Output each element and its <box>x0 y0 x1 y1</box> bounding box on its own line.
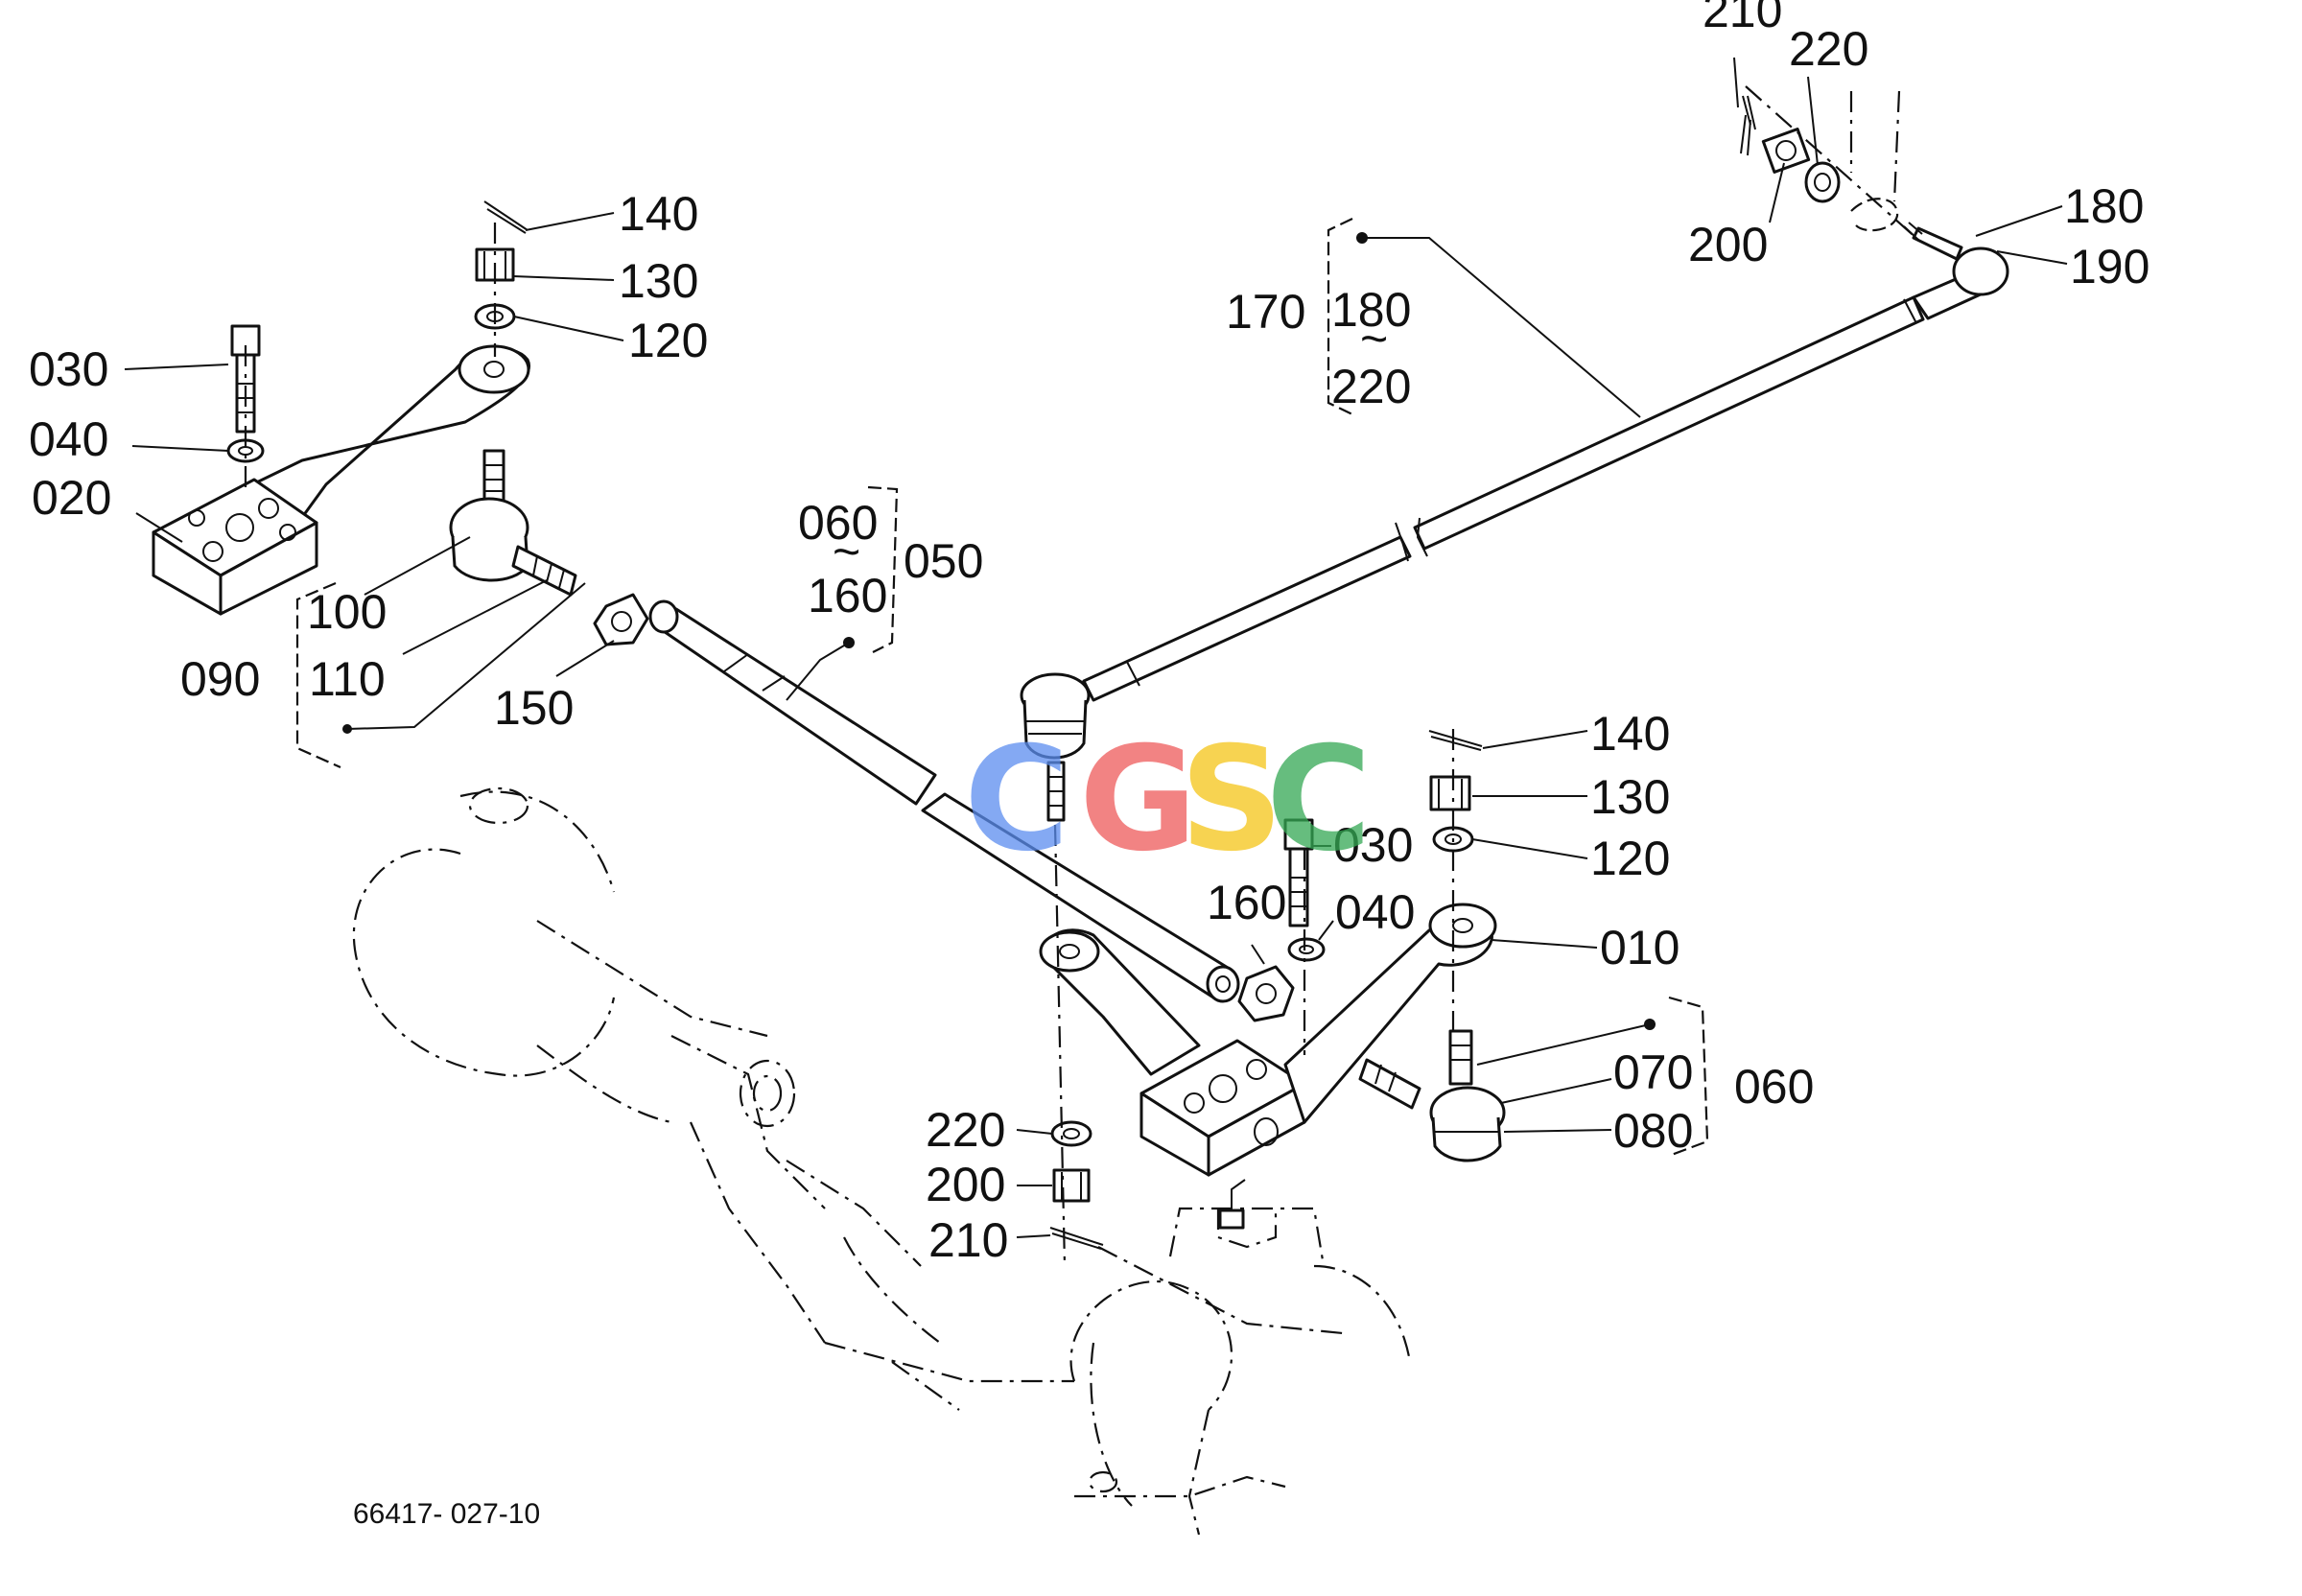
front-axle-housing <box>352 786 1412 1536</box>
grease-nipple <box>1218 1179 1246 1230</box>
tie-rod-end-right <box>1358 1029 1506 1162</box>
cgsc-watermark: C G S C <box>964 716 1372 883</box>
label-140-right: 140 <box>1590 707 1670 761</box>
label-170: 170 <box>1226 285 1305 339</box>
label-060-mid: 060 <box>798 496 878 550</box>
label-190-right: 190 <box>2070 240 2149 293</box>
label-210-top: 210 <box>1703 0 1782 37</box>
lock-nut-150 <box>593 593 649 646</box>
label-030-right: 030 <box>1333 818 1413 872</box>
label-150: 150 <box>494 681 574 735</box>
label-210-bot: 210 <box>928 1213 1008 1267</box>
tie-rod-middle <box>648 599 1295 1022</box>
label-180-right: 180 <box>2064 179 2144 233</box>
reference-dots <box>342 232 1656 1030</box>
label-120-right: 120 <box>1590 832 1670 885</box>
label-160-mid: 160 <box>808 569 887 622</box>
right-upper-hardware <box>1428 730 1483 853</box>
part-labels: 210 220 200 180 190 170 180 ~ 220 140 13… <box>29 0 2149 1267</box>
watermark-letter: C <box>1266 716 1372 883</box>
label-200-bot: 200 <box>926 1158 1005 1211</box>
bottom-hardware <box>1049 1120 1104 1250</box>
label-120-left: 120 <box>628 314 708 367</box>
label-060-right: 060 <box>1734 1060 1814 1114</box>
tie-rod-end-left <box>449 449 577 597</box>
label-220-bot: 220 <box>926 1103 1005 1157</box>
label-200-top: 200 <box>1688 218 1768 271</box>
upper-right-hardware <box>1740 95 1899 232</box>
tie-rod-assembly-upper <box>1020 222 2009 822</box>
label-040-left: 040 <box>29 412 108 466</box>
label-110: 110 <box>309 652 386 706</box>
label-040-right: 040 <box>1335 885 1415 939</box>
label-130-left: 130 <box>619 254 698 308</box>
watermark-letter: S <box>1180 716 1283 883</box>
label-070: 070 <box>1613 1045 1693 1099</box>
group-brackets <box>295 218 1709 1158</box>
label-020: 020 <box>32 471 111 525</box>
label-010: 010 <box>1600 921 1680 974</box>
label-tilde-b: ~ <box>833 525 860 578</box>
label-030-left: 030 <box>29 342 108 396</box>
label-130-right: 130 <box>1590 770 1670 824</box>
label-080: 080 <box>1613 1104 1693 1158</box>
label-050: 050 <box>904 534 983 588</box>
assembly-center-lines <box>244 85 1919 1335</box>
label-180-mid: 180 <box>1331 283 1411 337</box>
left-upper-hardware <box>474 200 529 330</box>
watermark-letter: G <box>1079 716 1197 883</box>
label-160-low: 160 <box>1207 876 1286 929</box>
label-140-left: 140 <box>619 187 698 241</box>
leader-lines <box>124 57 2068 1238</box>
knuckle-arm-right <box>1039 818 1497 1177</box>
label-090: 090 <box>180 652 260 706</box>
label-220-mid: 220 <box>1331 360 1411 413</box>
label-tilde-a: ~ <box>1360 312 1388 365</box>
watermark-letter: C <box>964 716 1069 883</box>
figure-code: 66417- 027-10 <box>353 1498 540 1530</box>
label-220-top: 220 <box>1789 22 1868 76</box>
label-100: 100 <box>307 585 387 639</box>
